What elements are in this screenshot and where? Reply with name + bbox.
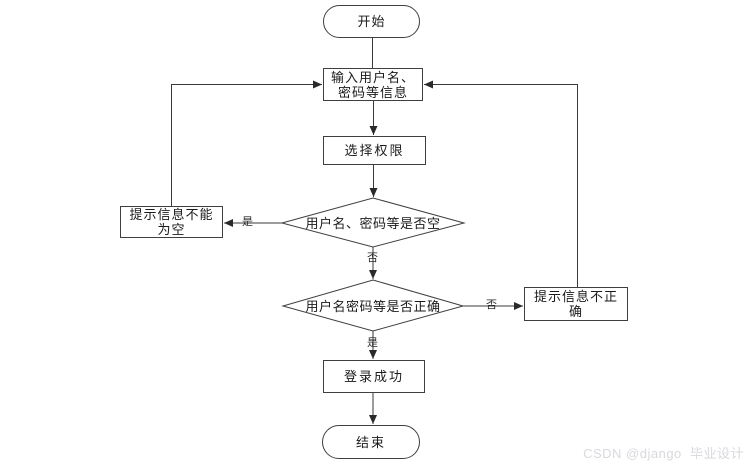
flowchart-node-check-empty-label: 用户名、密码等是否空 (305, 215, 441, 231)
csdn-watermark: CSDN @django 毕业设计 (583, 446, 744, 461)
flowchart-node-check-correct-label: 用户名密码等是否正确 (305, 298, 441, 314)
flowchart-node-select-permission: 选择权限 (323, 136, 426, 165)
flowchart-node-prompt-empty: 提示信息不能 为空 (120, 206, 223, 238)
flowchart-node-end: 结束 (322, 425, 420, 459)
flowchart-node-login-success: 登录成功 (323, 360, 425, 393)
edge-label-check-empty-yes: 是 (242, 216, 253, 228)
flowchart-node-start: 开始 (323, 5, 420, 38)
edge-label-check-correct-yes: 是 (367, 337, 378, 349)
edge-label-check-empty-no: 否 (367, 252, 378, 264)
flowchart-node-prompt-incorrect: 提示信息不正 确 (524, 287, 628, 321)
edge-prompt-empty-loop (171, 80, 322, 206)
edge-label-check-correct-no: 否 (486, 299, 497, 311)
edge-prompt-incorrect-loop (424, 80, 578, 287)
flowchart-node-input-info: 输入用户名、 密码等信息 (323, 68, 423, 101)
